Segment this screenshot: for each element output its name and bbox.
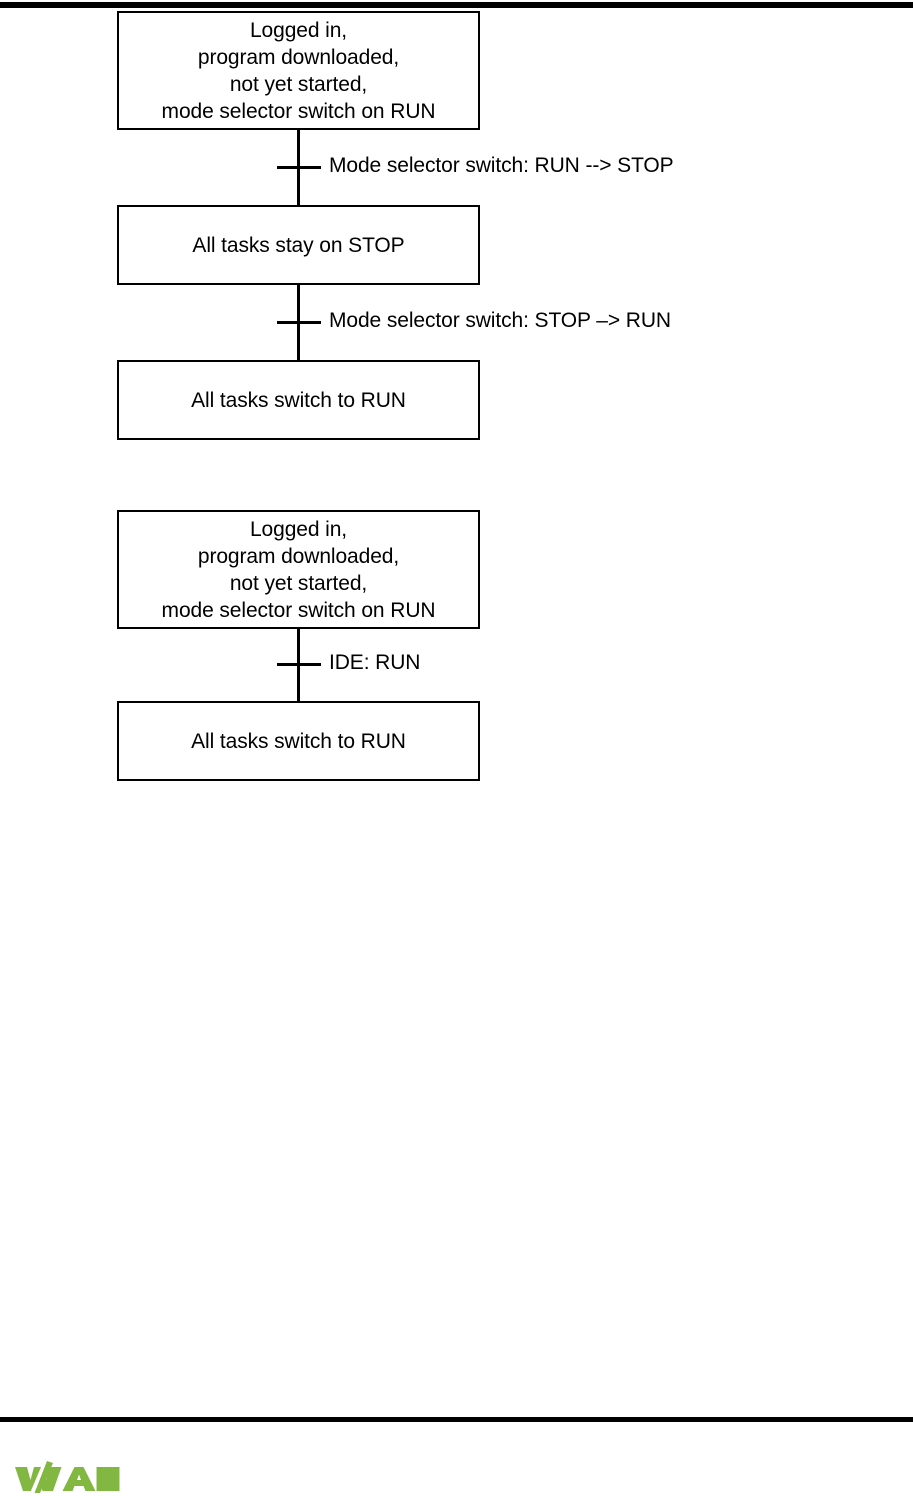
transition-ide-run: IDE: RUN [117,629,480,701]
transition-label: Mode selector switch: STOP –> RUN [329,309,671,332]
state-box-line: Logged in, [249,517,348,541]
state-box-all-tasks-stay-on-stop: All tasks stay on STOP [117,205,480,285]
state-box-line: mode selector switch on RUN [161,99,436,123]
state-box-line: program downloaded, [197,45,400,69]
state-box-line: All tasks switch to RUN [191,729,406,753]
transition-tick-icon [277,321,321,324]
state-box-line: not yet started, [229,72,368,96]
transition-run-to-stop: Mode selector switch: RUN --> STOP [117,130,674,205]
transition-label: IDE: RUN [329,651,421,674]
state-box-line: not yet started, [229,571,368,595]
transition-tick-icon [277,663,321,666]
transition-stop-to-run: Mode selector switch: STOP –> RUN [117,285,671,360]
state-box-logged-in: Logged in, program downloaded, not yet s… [117,11,480,130]
flowchart-ide-run-sequence: Logged in, program downloaded, not yet s… [117,510,913,781]
transition-tick-icon [277,166,321,169]
flowchart-mode-selector-switch-sequence: Logged in, program downloaded, not yet s… [117,11,913,440]
transition-label: Mode selector switch: RUN --> STOP [329,154,674,177]
state-box-line: All tasks switch to RUN [191,388,406,412]
wago-logo [15,1460,120,1493]
page-rule-top [0,2,913,8]
state-box-line: program downloaded, [197,544,400,568]
state-box-all-tasks-switch-to-run: All tasks switch to RUN [117,701,480,781]
state-box-logged-in: Logged in, program downloaded, not yet s… [117,510,480,629]
state-box-line: Logged in, [249,18,348,42]
state-box-line: All tasks stay on STOP [192,233,405,257]
state-box-all-tasks-switch-to-run: All tasks switch to RUN [117,360,480,440]
state-box-line: mode selector switch on RUN [161,598,436,622]
page-rule-bottom [0,1417,913,1422]
